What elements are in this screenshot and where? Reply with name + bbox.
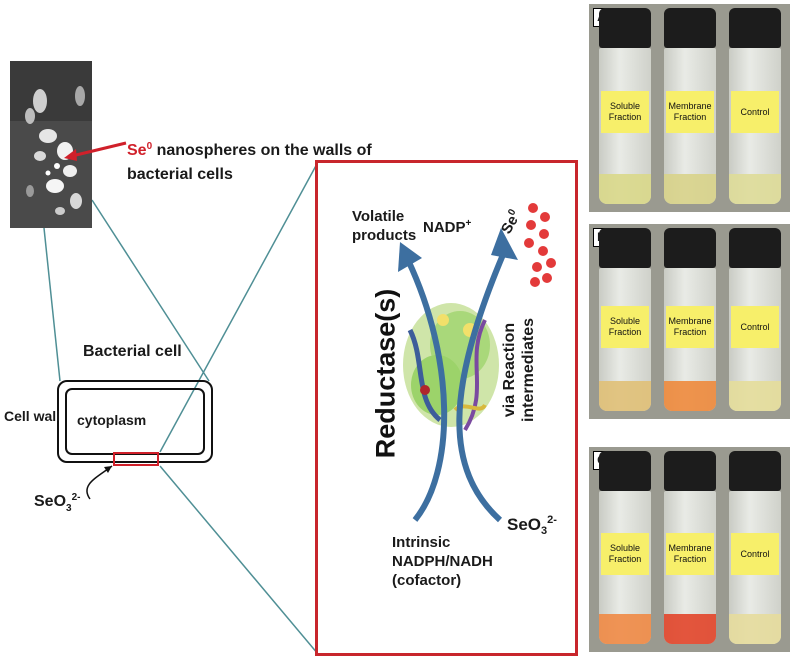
vial-cap [664, 228, 716, 268]
vial-label-membrane: Membrane Fraction [666, 306, 714, 348]
vial-label-control: Control [731, 306, 779, 348]
selenite-text: SeO [34, 493, 67, 511]
selenite-sup: 2- [71, 492, 81, 503]
cell-wall-label: Cell wall [4, 408, 61, 424]
intrinsic-line3: (cofactor) [392, 572, 462, 589]
volatile-line2: products [352, 227, 417, 244]
vial-liquid [664, 174, 716, 204]
vial-cap [729, 451, 781, 491]
intrinsic-line1: Intrinsic [392, 534, 451, 551]
se-symbol: Se [127, 142, 147, 160]
nadp-label: NADP+ [423, 218, 471, 236]
vial-liquid [664, 381, 716, 411]
vial-liquid [729, 381, 781, 411]
cell-wall-outer [57, 380, 213, 463]
vial-liquid [599, 174, 651, 204]
se-nanosphere-caption: Se0 nanospheres on the walls of bacteria… [127, 135, 372, 187]
selenite-box-text: SeO [507, 514, 542, 534]
cell-wall-inner [65, 388, 205, 455]
cytoplasm-label: cytoplasm [77, 412, 147, 428]
vial-liquid [664, 614, 716, 644]
caption-line2: bacterial cells [127, 166, 233, 184]
selenite-box-sup: 2- [547, 514, 557, 526]
vial-cap [729, 8, 781, 48]
intrinsic-line2: NADPH/NADH [392, 553, 493, 570]
vial-label-soluble: Soluble Fraction [601, 91, 649, 133]
arrow-head-se [491, 228, 518, 260]
caption-line1: nanospheres on the walls of [152, 142, 372, 160]
se-superscript: 0 [146, 141, 153, 152]
via-reaction-label: via Reaction intermediates [500, 290, 538, 450]
vial-cap [599, 228, 651, 268]
vial-liquid [729, 174, 781, 204]
vial-label-control: Control [731, 533, 779, 575]
selenite-label-cell: SeO32- [34, 492, 80, 514]
selenite-box-sub: 3 [541, 525, 548, 538]
vial-label-membrane: Membrane Fraction [666, 91, 714, 133]
selenite-sub: 3 [66, 502, 72, 514]
vial-cap [599, 451, 651, 491]
arrow-head-volatile [398, 242, 422, 272]
vial-cap [599, 8, 651, 48]
nadp-text: NADP [423, 219, 466, 236]
mechanism-graphics [398, 203, 556, 523]
via-line1: via Reaction [501, 322, 518, 418]
volatile-line1: Volatile [352, 208, 405, 225]
vial-label-soluble: Soluble Fraction [601, 533, 649, 575]
vial-liquid [729, 614, 781, 644]
vial-cap [664, 451, 716, 491]
vial-label-soluble: Soluble Fraction [601, 306, 649, 348]
zoom-region-marker [113, 452, 159, 466]
callout-arrow [64, 141, 127, 161]
selenite-label-box: SeO32- [507, 514, 557, 537]
volatile-products-label: Volatile products [352, 207, 416, 245]
vial-liquid [599, 381, 651, 411]
reductase-label: Reductase(s) [370, 288, 401, 459]
se-nanoparticle-dots [524, 203, 556, 287]
vial-cap [664, 8, 716, 48]
cofactor-label: Intrinsic NADPH/NADH (cofactor) [392, 533, 493, 590]
reductase-structure [403, 303, 499, 432]
vial-cap [729, 228, 781, 268]
sem-micrograph [10, 61, 92, 228]
vial-label-membrane: Membrane Fraction [666, 533, 714, 575]
vial-liquid [599, 614, 651, 644]
nadp-sup: + [465, 218, 472, 229]
bacterial-cell-title: Bacterial cell [83, 343, 182, 360]
vial-label-control: Control [731, 91, 779, 133]
via-line2: intermediates [520, 317, 537, 423]
